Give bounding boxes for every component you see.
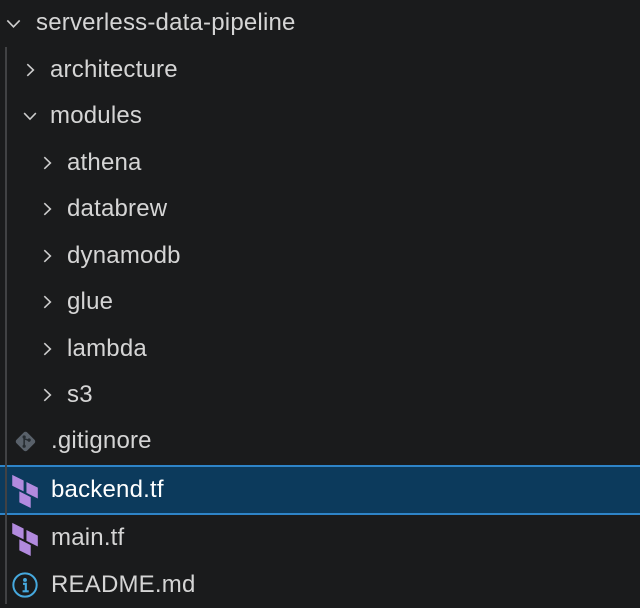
tree-item-label: s3	[67, 380, 93, 408]
tree-item-label: athena	[67, 148, 142, 176]
tree-item-label: backend.tf	[51, 475, 164, 503]
tree-item-databrew[interactable]: databrew	[0, 186, 640, 232]
tree-item-serverless-data-pipeline[interactable]: serverless-data-pipeline	[0, 0, 640, 46]
chevron-right-icon[interactable]	[37, 197, 57, 221]
tree-item-s3[interactable]: s3	[0, 372, 640, 418]
terraform-icon	[8, 469, 42, 511]
tree-item-modules[interactable]: modules	[0, 93, 640, 139]
chevron-down-icon[interactable]	[20, 104, 40, 128]
chevron-down-icon[interactable]	[3, 11, 23, 35]
tree-item-label: README.md	[51, 570, 196, 598]
tree-item-label: glue	[67, 288, 114, 316]
tree-item-gitignore[interactable]: .gitignore	[0, 418, 640, 464]
tree-item-label: architecture	[50, 55, 178, 83]
tree-item-backend-tf[interactable]: backend.tf	[0, 464, 640, 516]
tree-item-athena[interactable]: athena	[0, 139, 640, 185]
tree-item-label: databrew	[67, 195, 168, 223]
chevron-right-icon[interactable]	[37, 337, 57, 361]
tree-item-main-tf[interactable]: main.tf	[0, 515, 640, 561]
chevron-right-icon[interactable]	[37, 151, 57, 175]
chevron-right-icon[interactable]	[37, 383, 57, 407]
chevron-right-icon[interactable]	[37, 290, 57, 314]
tree-item-label: .gitignore	[51, 427, 152, 455]
chevron-right-icon[interactable]	[20, 58, 40, 82]
tree-item-label: dynamodb	[67, 241, 181, 269]
tree-item-label: serverless-data-pipeline	[36, 9, 296, 37]
tree-item-lambda[interactable]: lambda	[0, 325, 640, 371]
info-icon	[8, 564, 42, 606]
tree-item-label: lambda	[67, 334, 147, 362]
chevron-right-icon[interactable]	[37, 244, 57, 268]
tree-item-readme-md[interactable]: README.md	[0, 562, 640, 608]
tree-item-label: modules	[50, 102, 143, 130]
tree-item-label: main.tf	[51, 524, 125, 552]
terraform-icon	[8, 517, 42, 559]
tree-item-glue[interactable]: glue	[0, 279, 640, 325]
git-icon	[8, 420, 42, 462]
tree-item-dynamodb[interactable]: dynamodb	[0, 232, 640, 278]
tree-item-architecture[interactable]: architecture	[0, 46, 640, 92]
